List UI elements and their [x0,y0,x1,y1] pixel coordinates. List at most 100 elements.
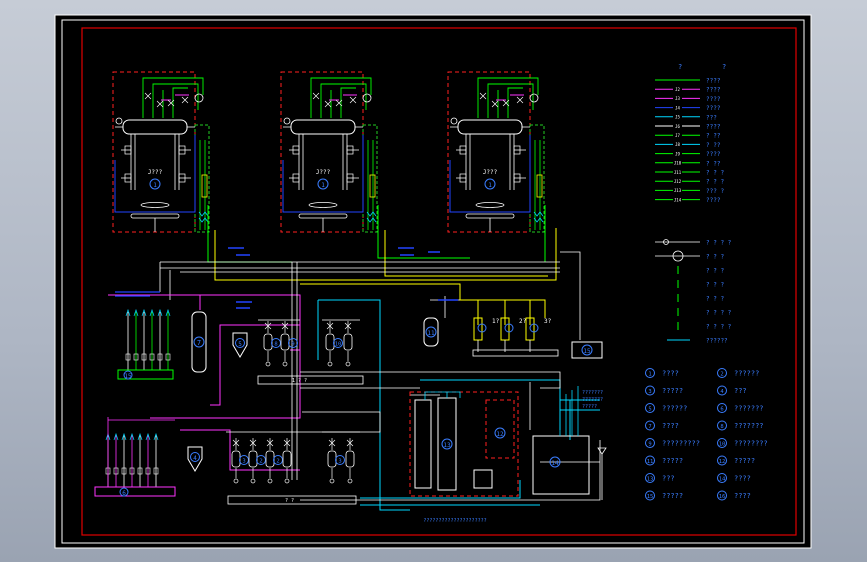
control-cabinet [571,341,603,359]
equipment-tag-text: 13 [443,442,451,449]
equipment-tag [123,370,133,380]
control-panel-box [532,435,590,495]
equipment-tag [494,427,506,439]
equipment-legend-num [645,438,655,448]
legend-code: J11 [674,170,682,175]
header-pipe [560,251,581,340]
pump-motor [265,361,271,367]
panel-label: ??????? [582,397,603,403]
equipment-tag [317,178,329,190]
valve-symbol [144,92,152,100]
water-wall [130,134,180,190]
inlet-valve [145,467,151,475]
boiler-label: J??? [148,169,163,176]
equipment-legend-num-text: 5 [648,406,651,412]
legend-code-bg [673,178,682,184]
equipment-tag [235,338,245,348]
pump-header [226,319,360,433]
inlet-arrow [157,308,163,317]
boiler-unit: J???1 [280,71,378,233]
water-pipe [560,399,600,440]
equipment-tag-text: 1 [153,182,157,189]
inlet-valve [125,353,131,361]
equipment-legend-num-text: 8 [720,424,723,430]
valve-symbol [491,100,499,108]
equipment-legend-num-text: 1 [648,371,651,377]
equipment-tag [271,338,281,348]
legend-symbol-text: ? ? ? [706,296,724,303]
skid-frame [472,349,559,357]
valve-symbol [516,96,524,104]
equipment-legend-text: ???? [662,370,679,378]
equipment-tag [335,455,345,465]
equipment-legend-text: ?????? [662,405,687,413]
equipment-tag-text: 15 [124,373,132,380]
legend-code-bg [673,197,682,203]
valve-symbol [312,92,320,100]
legend-symbol-text: ? ? ? [706,254,724,261]
inlet-valve [129,467,135,475]
equipment-legend-num [645,420,655,431]
inlet-valve [165,353,171,361]
legend-code: J8 [675,142,680,147]
equipment-legend-num-text: 4 [720,389,724,395]
pump-motor [347,478,353,484]
legend-code-bg [673,187,682,193]
legend-code: J2 [675,87,680,92]
pressure-gauge [362,93,372,103]
legend-symbol-text: ? ? ? ? [706,240,732,247]
equipment-legend-num [717,420,727,431]
equipment-tag-text: 4 [193,455,197,462]
drain-pipe [180,429,300,471]
inlet-arrow [145,432,151,441]
pressure-gauge [450,117,458,125]
heat-exchanger [423,317,439,347]
equipment-legend-num-text: 9 [648,441,651,447]
legend-code-bg [673,141,682,147]
legend-symbol-text: ? ? ? [706,268,724,275]
equipment-tag-text: 2 [276,459,279,465]
drain-pipe [150,350,301,419]
manifold-stub [107,417,175,487]
valve-symbol [264,322,272,330]
legend-code: J6 [675,124,680,129]
header-marks [228,247,440,309]
legend-code-bg [673,123,682,129]
column-valve [366,211,377,223]
feed-pump-label: 3? [544,318,552,325]
header-box [178,145,186,155]
legend-line-text: ??? [706,114,717,121]
legend-code: J14 [674,197,682,202]
legend-code: J10 [674,161,682,166]
header-box [346,145,354,155]
legend-symbol-text: ? ? ? ? [706,310,732,317]
water-pipe [360,480,540,506]
legend-line-text: ???? [706,96,721,103]
equipment-tag [441,438,453,450]
valve-symbol [232,439,240,447]
equipment-legend-num-text: 14 [719,476,726,482]
equipment-legend-num [717,490,727,501]
valve-symbol [181,96,189,104]
legend-line-text: ? ? ? [706,179,724,186]
pump-motor [284,478,290,484]
pump-motor [282,361,288,367]
legend-line-text: ? ?? [706,142,721,149]
header-box [346,173,354,183]
header-box [124,145,132,155]
inlet-arrow [121,432,127,441]
grate [475,202,505,208]
blowdown-pipe [329,94,357,101]
water-treatment-area [409,391,519,497]
equipment: 7 5 4 11 15 13 12 14 ???? [187,296,607,524]
valve-symbol [335,99,343,107]
equipment-legend-num-text: 16 [719,494,726,500]
pump-motor [327,361,333,367]
equipment-legend: 1????2??????3?????4???5??????6???????7??… [645,368,768,501]
valve-symbol [266,439,274,447]
legend-code-bg [673,105,682,111]
equipment-tag [193,336,205,348]
drain-pipe [200,294,301,351]
panel-wiring [559,386,579,436]
